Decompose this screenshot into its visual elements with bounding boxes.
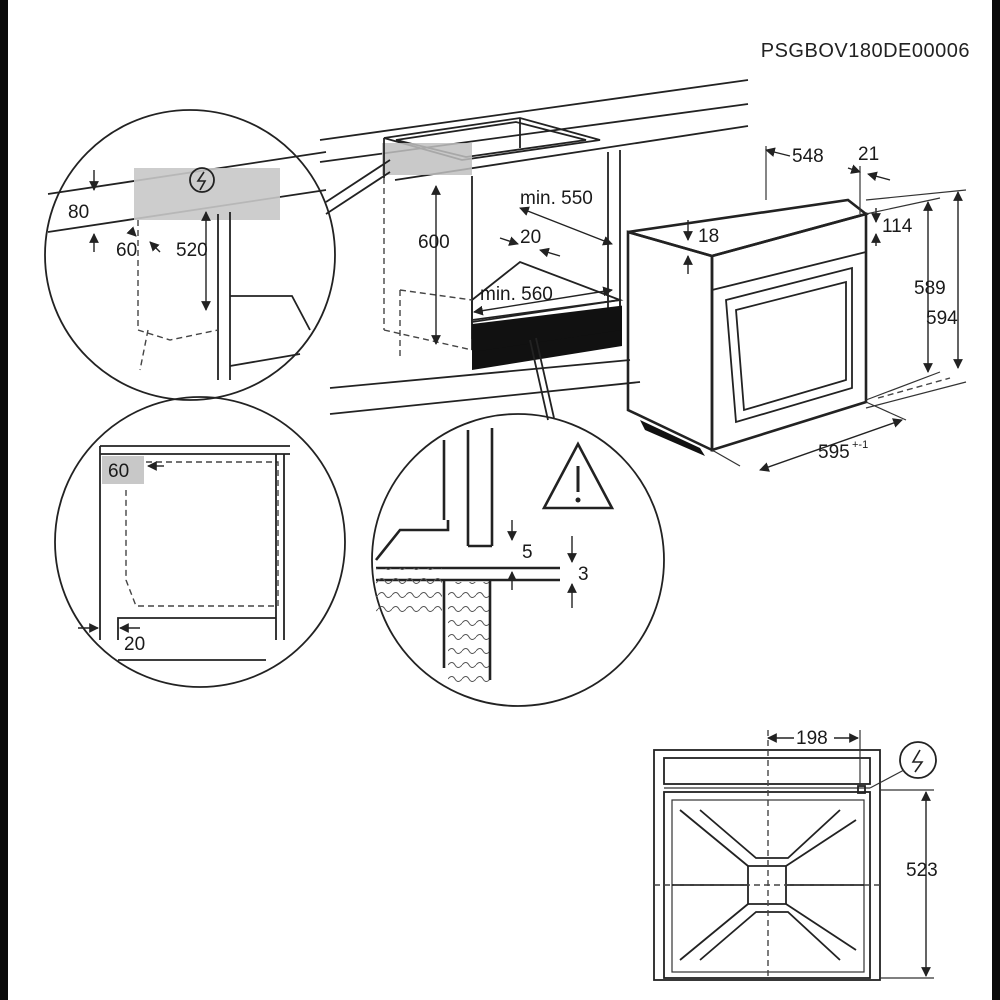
oven-offset-114-label: 114 (882, 216, 913, 237)
zoom-depth-60-label: 60 (116, 240, 137, 261)
zoom-bottom-depth-60-label: 60 (108, 461, 129, 482)
oven-body (626, 198, 869, 456)
document-code: PSGBOV180DE00006 (760, 40, 970, 62)
oven-depth-548-label: 548 (792, 146, 824, 167)
zoom-height-520-label: 520 (176, 240, 208, 261)
cabinet-min-depth-label: min. 550 (520, 188, 593, 209)
zoom-gap-5-label: 5 (522, 542, 533, 563)
rear-height-523-label: 523 (906, 860, 938, 881)
zoom-bottom-gap-20-label: 20 (124, 634, 145, 655)
cabinet-gap-20-label: 20 (520, 227, 541, 248)
hob (382, 117, 601, 178)
oven-offset-18-label: 18 (698, 226, 719, 247)
zoom-circle-bottom-mid (371, 337, 665, 707)
oven-height-594-label: 594 (926, 308, 958, 329)
worktop-lines (319, 79, 749, 415)
zoom-height-80-label: 80 (68, 202, 89, 223)
rear-view (653, 730, 937, 981)
cabinet-min-width-label: min. 560 (480, 284, 553, 305)
rear-offset-198-label: 198 (796, 728, 828, 749)
oven-width-tolerance-label: +-1 (852, 439, 868, 451)
zoom-circle-bottom-left (54, 396, 346, 688)
oven-height-589-label: 589 (914, 278, 946, 299)
cabinet-niche (383, 150, 624, 370)
zoom-gap-3-label: 3 (578, 564, 589, 585)
oven-front-21-label: 21 (858, 144, 879, 165)
oven-width-label: 595 (818, 442, 850, 463)
zoom-circle-top-left (44, 109, 391, 401)
cabinet-height-600-label: 600 (418, 232, 450, 253)
